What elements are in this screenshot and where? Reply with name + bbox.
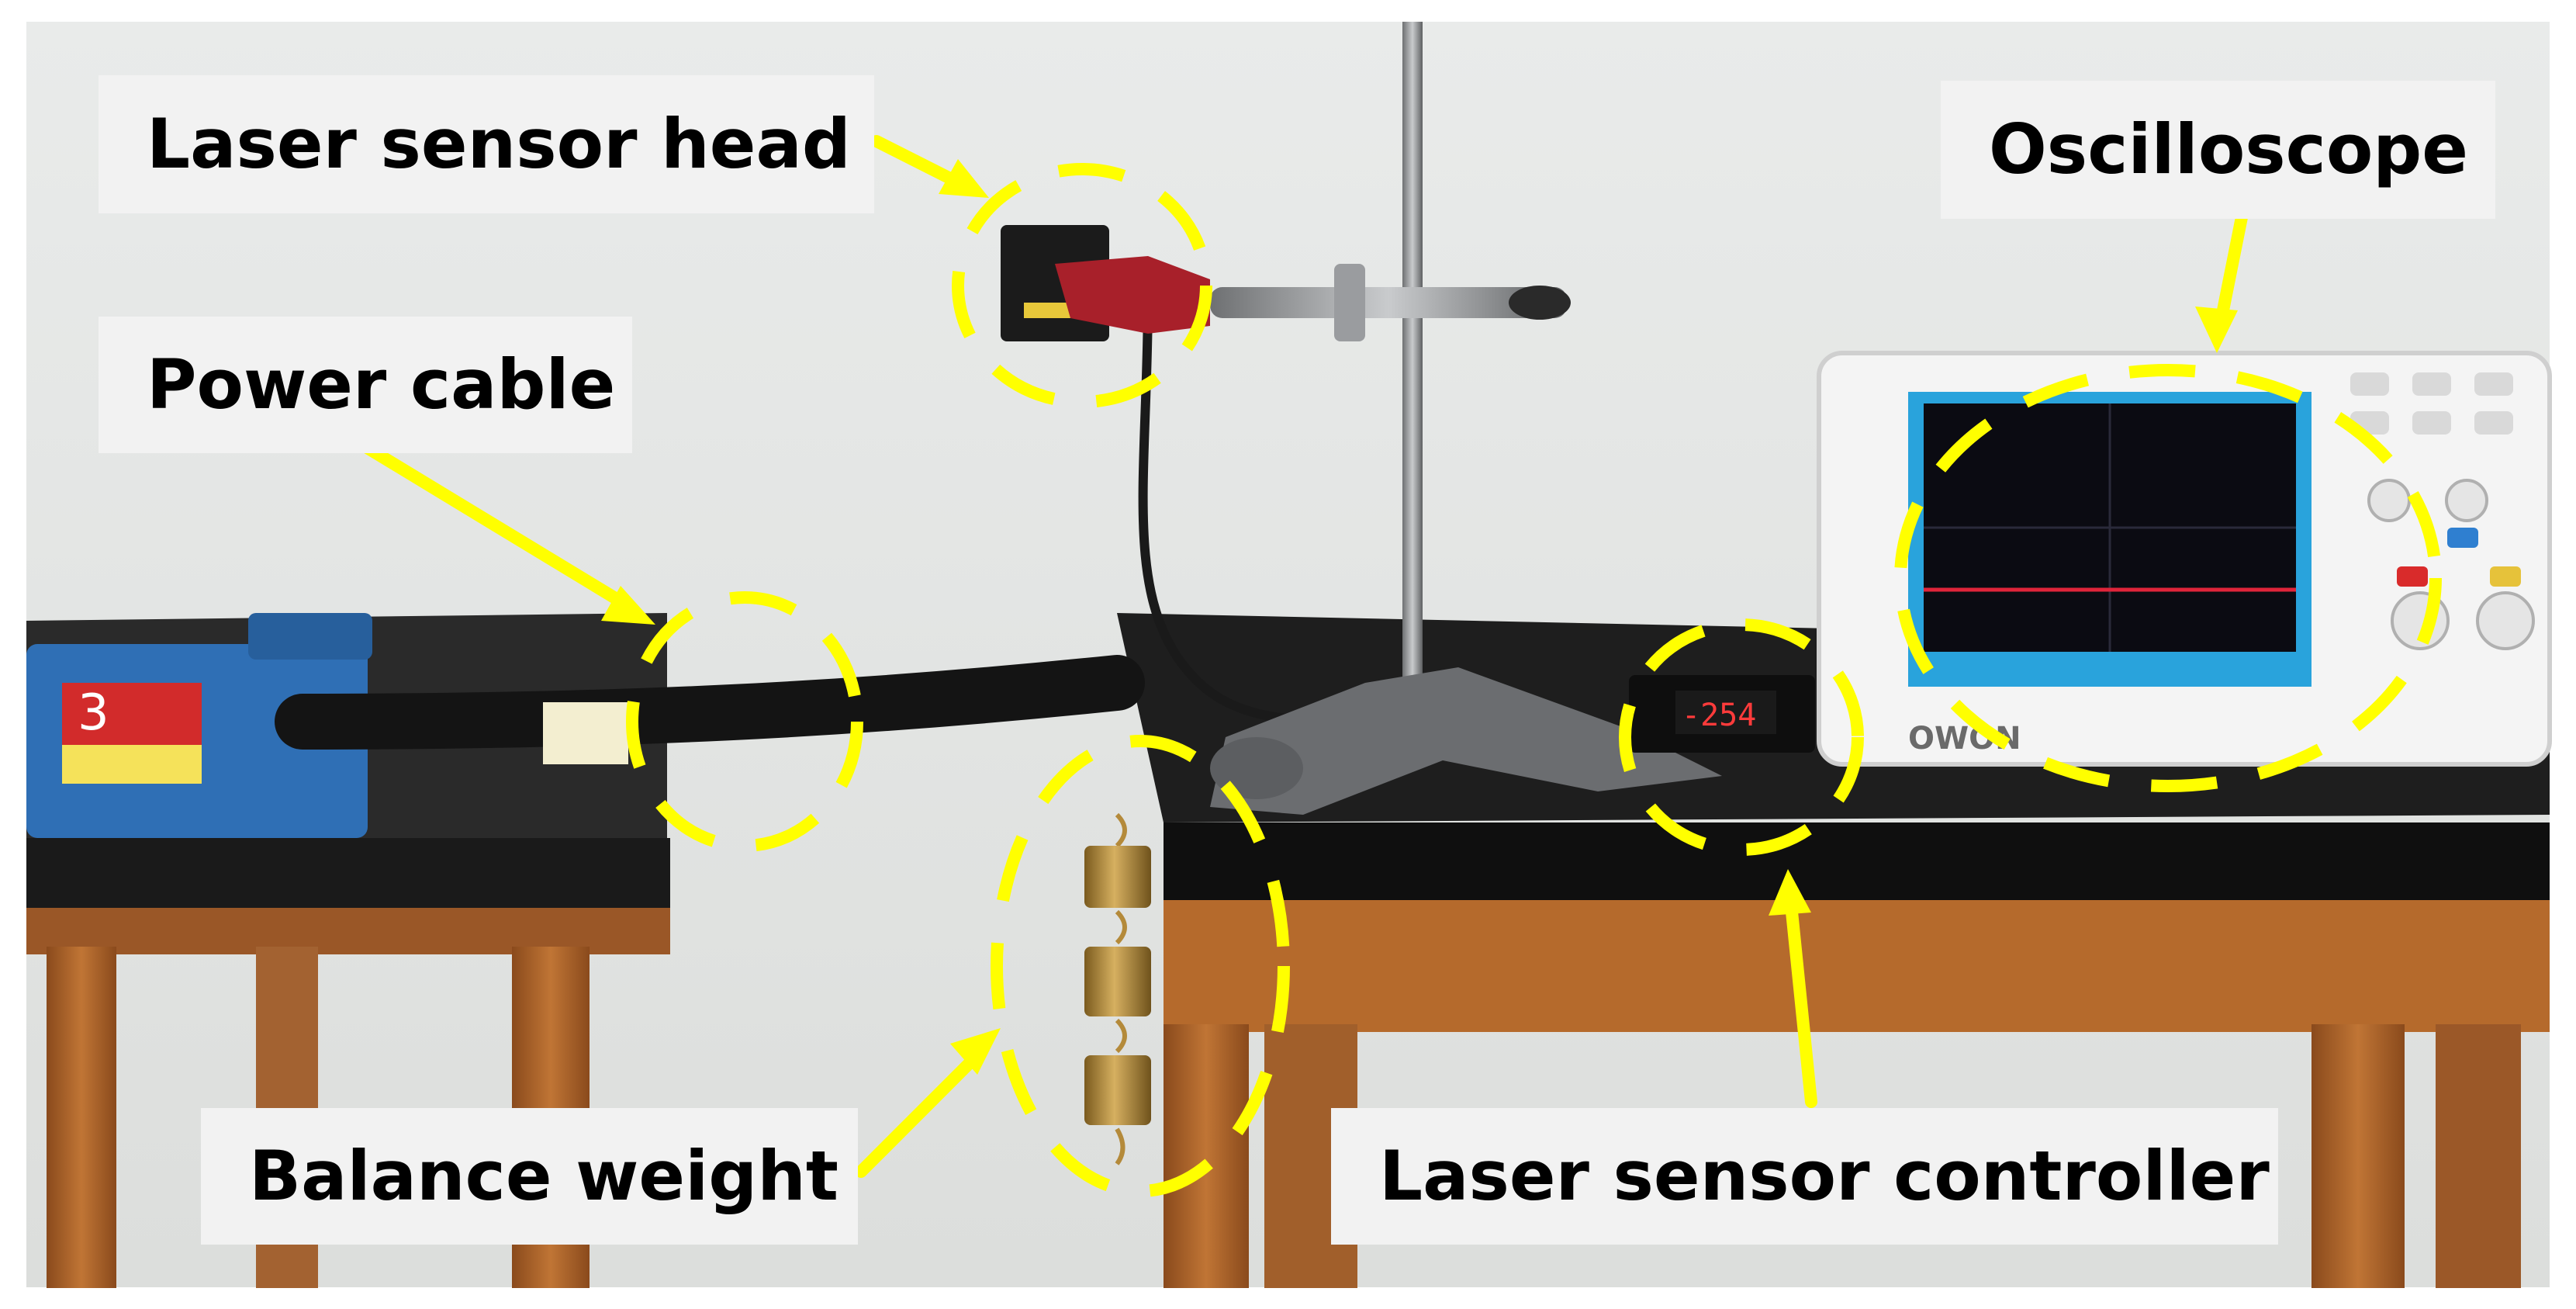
- label-laser-sensor-controller: Laser sensor controller: [1331, 1108, 2278, 1245]
- ellipse-balance-weight: [991, 735, 1290, 1197]
- controller-display-text: -254: [1682, 698, 1756, 733]
- label-power-cable: Power cable: [99, 317, 632, 453]
- arrow-balance-weight: [855, 1028, 1001, 1178]
- laser-sensor-controller: -254: [1629, 675, 1815, 753]
- label-oscilloscope: Oscilloscope: [1941, 81, 2495, 219]
- arrow-laser-sensor-controller: [1769, 869, 1817, 1108]
- ellipse-laser-sensor-controller: [1619, 618, 1864, 856]
- blue-vise: 3: [26, 613, 372, 838]
- ellipse-laser-sensor-head: [952, 163, 1212, 408]
- arrow-power-cable: [358, 440, 655, 625]
- laser-sensor-head: [1001, 225, 1571, 341]
- retort-stand: [1210, 22, 1722, 815]
- power-cable: [275, 655, 1145, 750]
- arrow-oscilloscope: [2195, 211, 2248, 353]
- annotation-arrows: [358, 135, 2248, 1178]
- arrow-laser-sensor-head: [870, 135, 989, 198]
- annotation-ellipses: [626, 163, 2442, 1197]
- oscilloscope-device: OWON: [1817, 351, 2552, 767]
- label-laser-sensor-head: Laser sensor head: [99, 75, 874, 213]
- balance-weight-stack: [1084, 812, 1151, 1165]
- ellipse-power-cable: [626, 591, 863, 852]
- ellipse-oscilloscope: [1894, 364, 2442, 792]
- vise-tag-text: 3: [78, 684, 109, 742]
- cable-tag: [543, 702, 628, 764]
- label-balance-weight: Balance weight: [201, 1108, 858, 1245]
